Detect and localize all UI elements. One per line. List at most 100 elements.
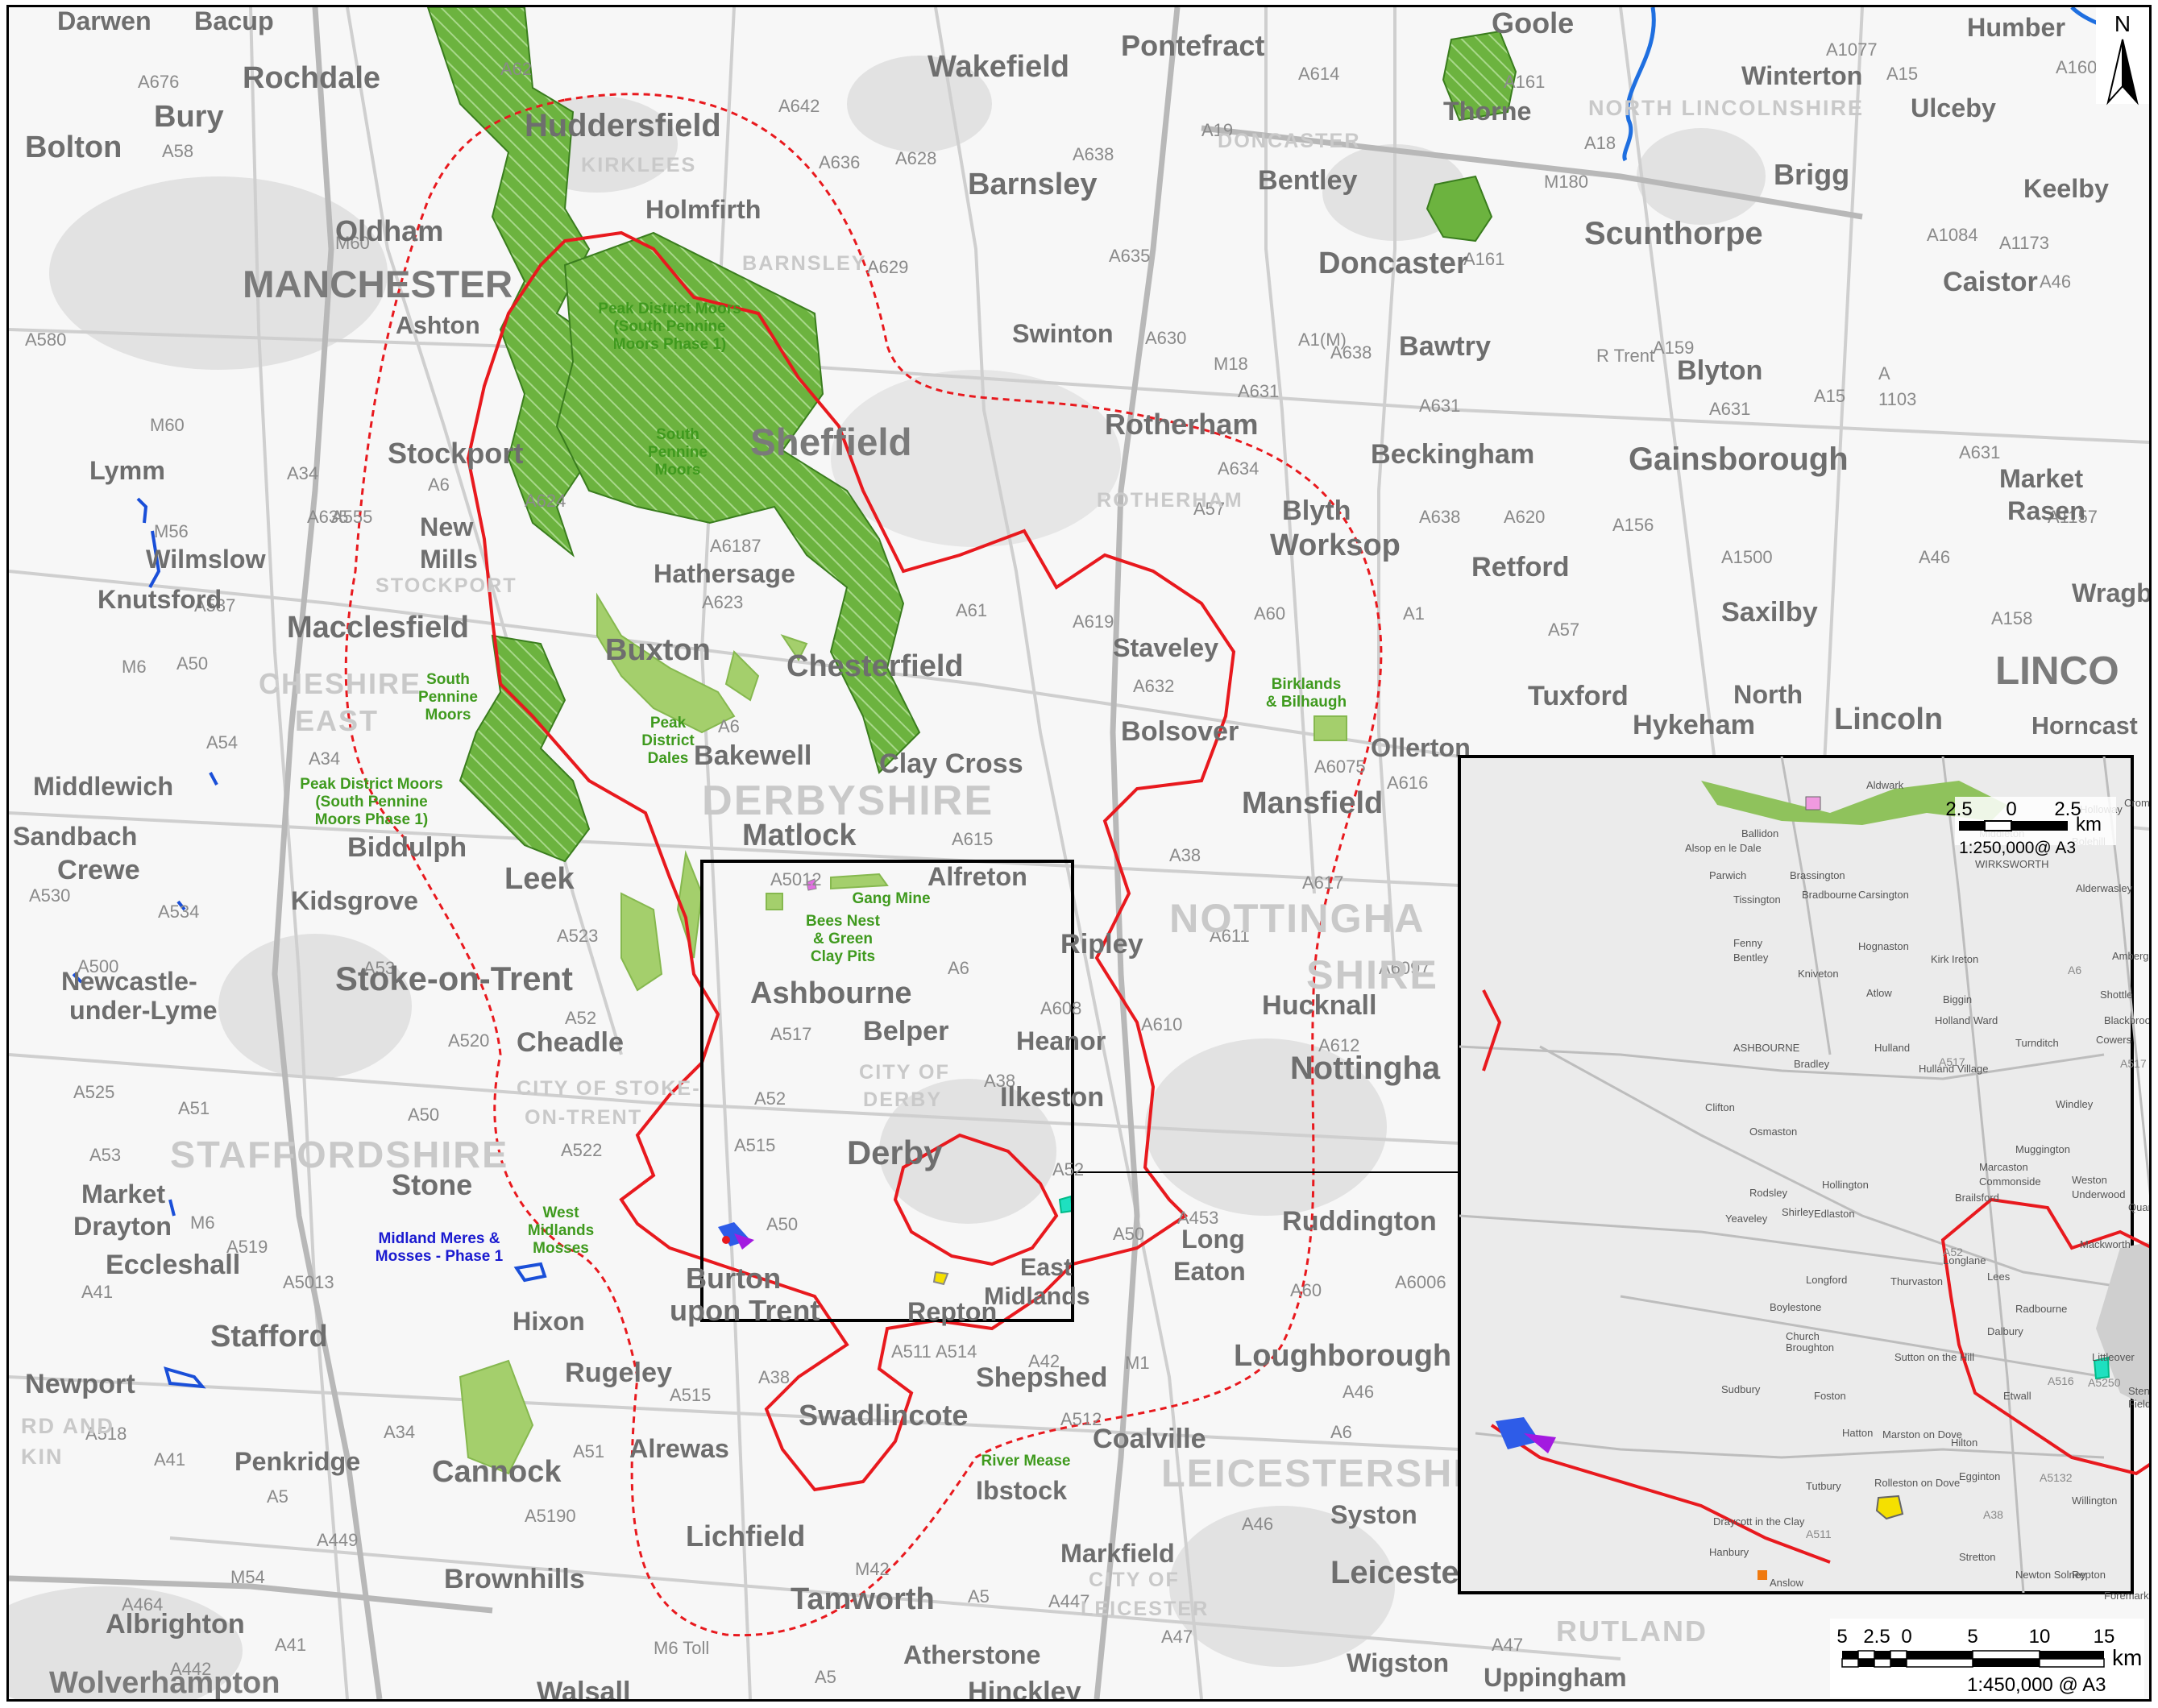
inset-place-label: WIRKSWORTH xyxy=(1975,858,2048,870)
inset-place-label: Windley xyxy=(2056,1098,2094,1110)
place-label: Saxilby xyxy=(1721,597,1818,628)
road-label: A46 xyxy=(2040,272,2071,292)
place-label: Rotherham xyxy=(1105,408,1258,441)
county-label: DONCASTER xyxy=(1218,130,1361,152)
inset-place-label: Hollington xyxy=(1822,1179,1869,1191)
place-label: Huddersfield xyxy=(525,108,721,143)
county-label: RUTLAND xyxy=(1556,1615,1708,1648)
inset-place-label: Alsop en le Dale xyxy=(1685,842,1762,854)
inset-place-label: Alderwasley xyxy=(2076,882,2133,894)
inset-place-label: Brassington xyxy=(1790,869,1845,881)
inset-place-label: Hatton xyxy=(1842,1427,1873,1439)
place-label: Burton xyxy=(686,1262,781,1295)
road-label: A156 xyxy=(1612,515,1654,535)
road-label: A631 xyxy=(1238,381,1279,401)
place-label: Barnsley xyxy=(968,168,1098,201)
place-label: Mills xyxy=(420,545,478,574)
inset-blue-site xyxy=(1496,1417,1540,1449)
road-label: A537 xyxy=(194,595,235,616)
road-label: A632 xyxy=(1133,676,1174,696)
road-label: A1 xyxy=(1403,603,1425,624)
inset-map[interactable]: AldwarkMiddletonWIRKSWORTHBrassingtonBol… xyxy=(1458,755,2149,1602)
road-label: A619 xyxy=(1073,611,1114,632)
place-label: Bolsover xyxy=(1121,716,1239,747)
county-label: EAST xyxy=(295,704,379,737)
county-label: DERBYSHIRE xyxy=(702,777,994,824)
site-label[interactable]: Midland Meres &Mosses - Phase 1 xyxy=(376,1230,504,1265)
place-label: Staveley xyxy=(1113,633,1218,662)
inset-scale-tick-0: 2.5 xyxy=(1945,798,1972,820)
place-label: Ripley xyxy=(1060,929,1143,960)
place-label: Crewe xyxy=(57,855,140,885)
road-label: A5 xyxy=(968,1586,990,1606)
inset-place-label: Marcaston xyxy=(1979,1161,2028,1173)
road-label: A514 xyxy=(936,1341,977,1362)
place-label: Wilmslow xyxy=(146,545,267,574)
county-label: LEICESTERSHI xyxy=(1161,1452,1466,1495)
site-label[interactable]: Birklands& Bilhaugh xyxy=(1266,676,1347,711)
road-label: A57 xyxy=(1193,499,1225,519)
road-label: A500 xyxy=(77,956,118,976)
inset-place-label: Brailsford xyxy=(1955,1192,1999,1204)
place-label: Eccleshall xyxy=(106,1250,240,1280)
county-label: KIN xyxy=(21,1445,64,1469)
road-label: A515 xyxy=(670,1385,711,1405)
inset-place-label: Radbourne xyxy=(2015,1303,2067,1315)
place-label: Wragby xyxy=(2072,578,2149,607)
place-label: Blyton xyxy=(1677,355,1762,386)
site-label[interactable]: River Mease xyxy=(981,1453,1071,1470)
road-label: A634 xyxy=(1218,458,1259,479)
place-label: Sheffield xyxy=(750,421,912,464)
inset-roads xyxy=(1459,756,2149,1594)
inset-place-label: Marston on Dove xyxy=(1882,1428,1962,1441)
site-label-line: District xyxy=(641,732,695,749)
place-label: Bentley xyxy=(1258,165,1358,196)
inset-road-label: A517 xyxy=(1939,1055,1965,1068)
site-label[interactable]: Gang Mine xyxy=(852,890,930,907)
road-label: A631 xyxy=(1419,396,1460,416)
road-label: A642 xyxy=(778,96,820,116)
scale-tick-4: 10 xyxy=(2029,1626,2051,1648)
road-label: A608 xyxy=(1040,998,1081,1018)
inset-place-label: Parwich xyxy=(1709,869,1746,881)
inset-place-label: Foremark xyxy=(2104,1590,2149,1602)
inset-place-label: Fields xyxy=(2128,1398,2149,1410)
site-label-line: Mosses xyxy=(533,1240,589,1257)
road-label: A511 xyxy=(891,1341,932,1362)
place-label: Buxton xyxy=(605,633,711,667)
inset-place-label: Underwood xyxy=(2072,1188,2126,1200)
road-label: M56 xyxy=(154,521,189,541)
inset-place-label: Etwall xyxy=(2003,1390,2031,1402)
place-label: Hathersage xyxy=(654,559,795,588)
place-label: Lymm xyxy=(89,456,165,485)
site-label-line: Birklands xyxy=(1272,676,1342,693)
road-label: A636 xyxy=(819,152,860,172)
county-label: BARNSLEY xyxy=(742,252,867,275)
main-scale-bar: 5 2.5 0 5 10 15 km 1:450,000 @ A3 xyxy=(1830,1619,2144,1698)
road-label: A623 xyxy=(702,592,743,612)
road-label: A615 xyxy=(952,829,993,849)
inset-place-label: Stretton xyxy=(1959,1551,1996,1563)
road-label: A610 xyxy=(1141,1014,1182,1034)
road-label: A53 xyxy=(363,958,395,978)
road-label: A52 xyxy=(565,1008,596,1028)
inset-place-label: Longford xyxy=(1806,1274,1847,1286)
road-label: A1084 xyxy=(1927,225,1978,245)
inset-extent-box[interactable] xyxy=(700,860,1074,1322)
road-label: A50 xyxy=(176,653,208,674)
place-label: Blyth xyxy=(1282,495,1351,526)
inset-road-label: A52 xyxy=(1943,1246,1963,1258)
road-label: A6 xyxy=(428,475,450,495)
place-label: Market xyxy=(1999,464,2083,493)
place-label: Bakewell xyxy=(694,740,811,771)
county-label: NOTTINGHA xyxy=(1169,895,1426,941)
